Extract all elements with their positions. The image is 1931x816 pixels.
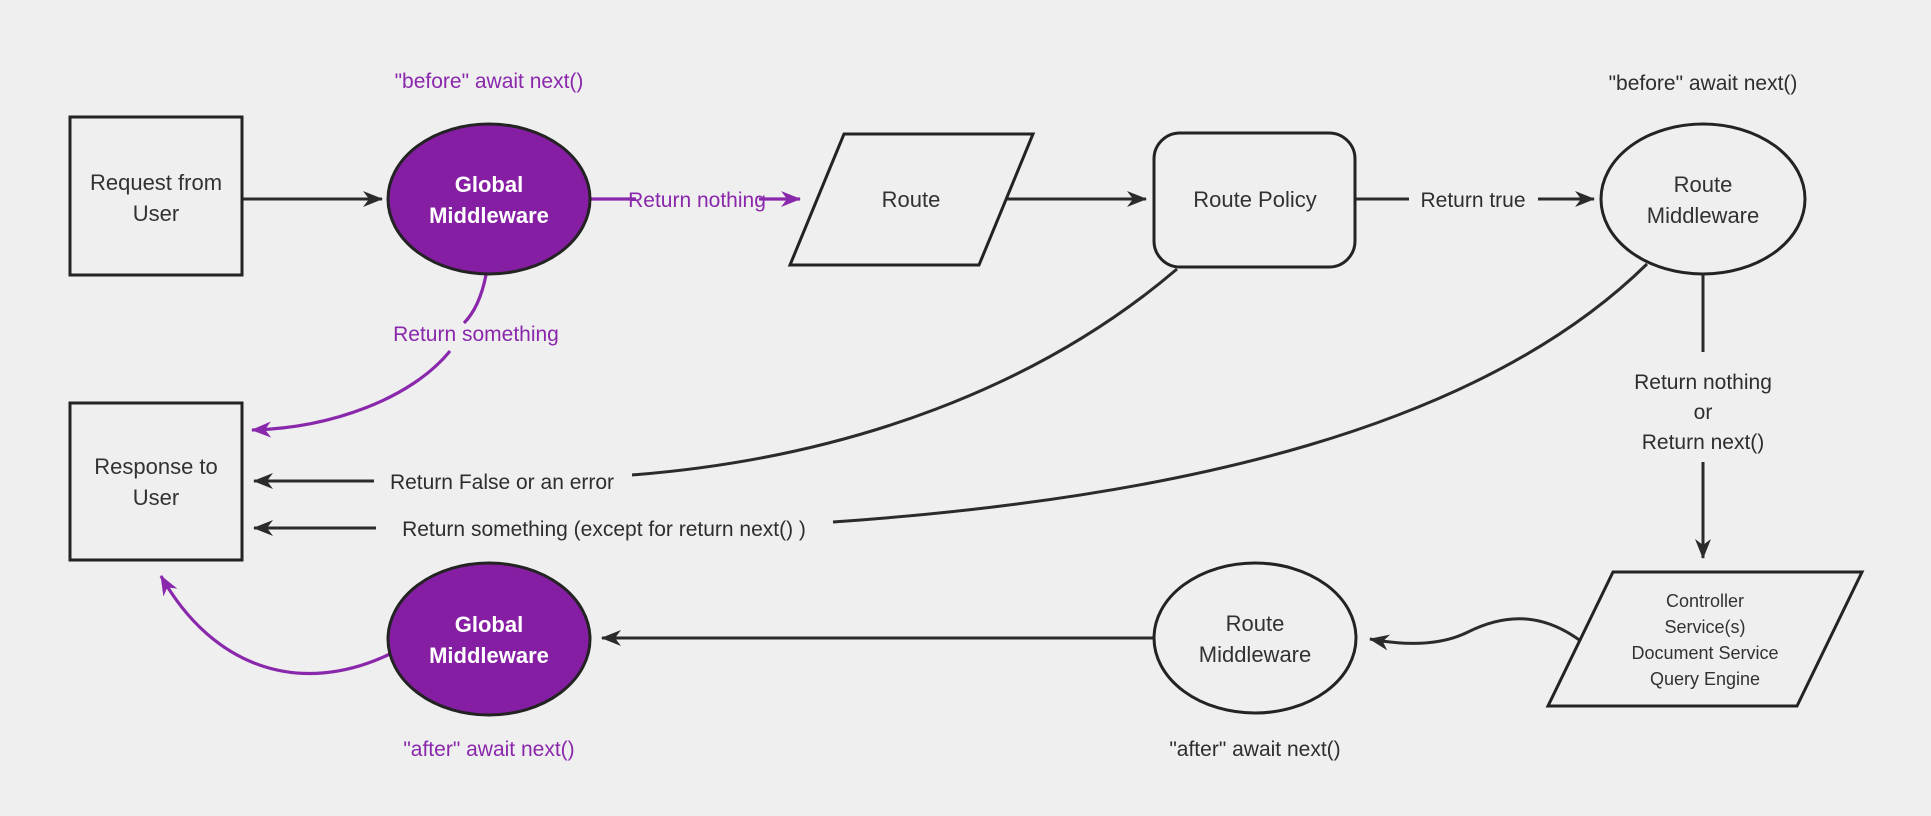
node-global-middleware-top-line2: Middleware (429, 203, 549, 228)
edge-return-false-curve (631, 267, 1178, 477)
node-response-to-user (68, 401, 244, 562)
label-after-await-global: "after" await next() (403, 738, 574, 761)
edge-global-middleware-to-response (159, 575, 391, 675)
label-return-nothing-line3: Return next() (1642, 431, 1765, 454)
node-route-policy (1152, 131, 1357, 269)
label-return-true: Return true (1420, 189, 1525, 212)
node-controller-line2: Service(s) (1664, 617, 1745, 637)
label-after-await-route: "after" await next() (1169, 738, 1340, 761)
node-controller-line3: Document Service (1631, 643, 1778, 663)
node-response-line2: User (133, 485, 179, 510)
node-response-line1: Response to (94, 454, 218, 479)
edge-return-something-to-response (251, 349, 452, 438)
label-return-something-except: Return something (except for return next… (402, 518, 806, 541)
node-route-middleware-top-line2: Middleware (1647, 203, 1760, 228)
label-before-await-route: "before" await next() (1609, 72, 1798, 95)
label-before-await-global: "before" await next() (395, 70, 584, 93)
node-route (787, 132, 1036, 267)
label-return-nothing-line2: or (1694, 401, 1713, 424)
node-request-line1: Request from (90, 170, 222, 195)
node-route-middleware-bottom (1152, 561, 1358, 715)
node-global-middleware-bottom-line1: Global (455, 612, 523, 637)
node-route-middleware-bottom-line1: Route (1226, 611, 1285, 636)
node-request-from-user (68, 115, 244, 277)
node-global-middleware-top-line1: Global (455, 172, 523, 197)
node-global-middleware-top (386, 122, 592, 276)
edge-return-something-except-curve (832, 262, 1649, 524)
node-request-line2: User (133, 201, 179, 226)
node-route-middleware-top (1599, 122, 1807, 276)
label-return-false-or-error: Return False or an error (390, 471, 614, 494)
edge-controller-to-route-middleware (1369, 617, 1583, 651)
node-controller-line1: Controller (1666, 591, 1744, 611)
node-route-policy-label: Route Policy (1193, 187, 1317, 212)
node-controller-line4: Query Engine (1650, 669, 1760, 689)
label-return-nothing-line1: Return nothing (1634, 371, 1772, 394)
label-return-nothing-purple: Return nothing (628, 189, 766, 212)
node-route-middleware-bottom-line2: Middleware (1199, 642, 1312, 667)
label-return-something-purple: Return something (393, 323, 559, 346)
node-global-middleware-bottom-line2: Middleware (429, 643, 549, 668)
node-route-middleware-top-line1: Route (1674, 172, 1733, 197)
edge-return-something-stub (462, 274, 488, 325)
node-global-middleware-bottom (386, 561, 592, 717)
node-controller (1545, 570, 1865, 708)
node-route-label: Route (882, 187, 941, 212)
